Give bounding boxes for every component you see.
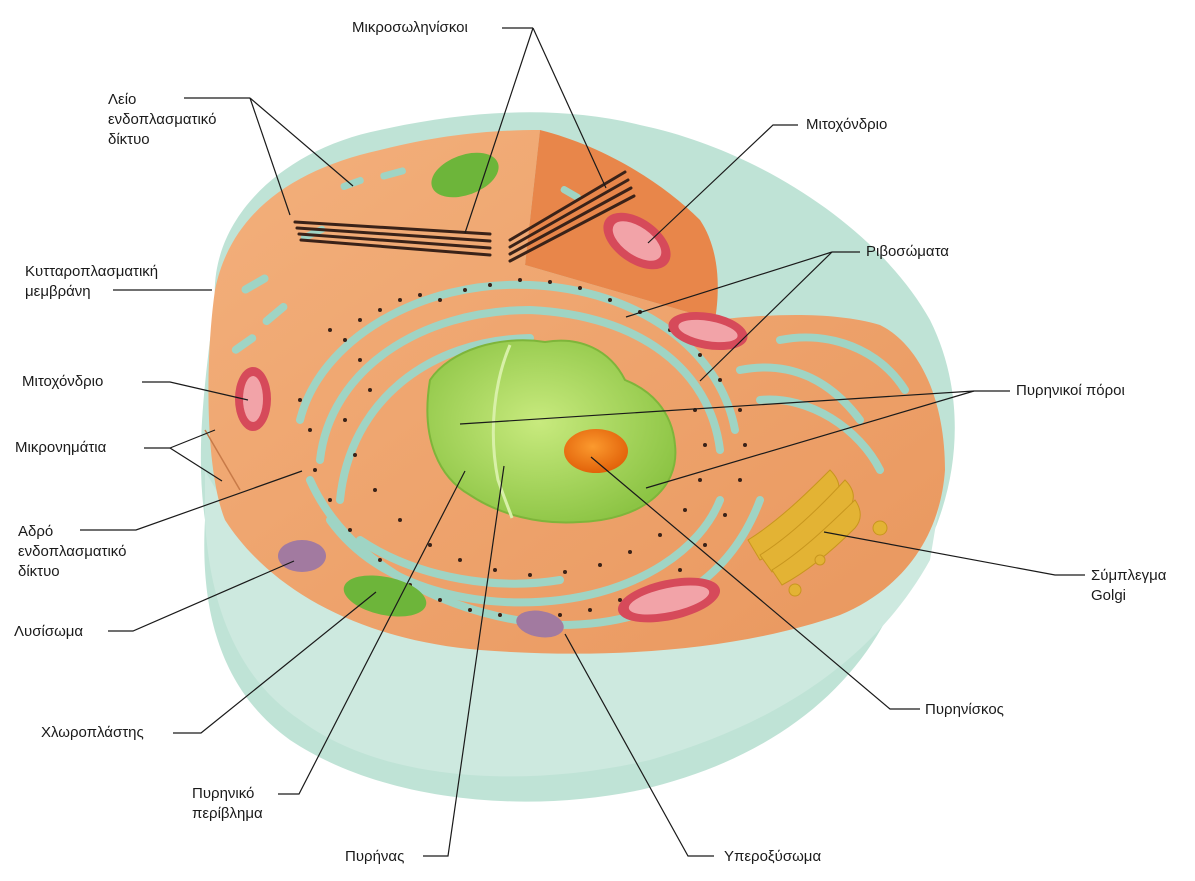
nucleolus xyxy=(564,429,628,473)
golgi-apparatus xyxy=(747,469,888,597)
nucleus-cut-edge xyxy=(491,344,514,519)
label-nuclear-envelope: Πυρηνικό περίβλημα xyxy=(192,784,263,824)
leader-ribosomes-a xyxy=(625,251,833,318)
label-peroxisome: Υπεροξύσωμα xyxy=(724,848,822,865)
label-nucleolus: Πυρηνίσκος xyxy=(925,701,1004,718)
peroxisome xyxy=(516,610,564,638)
microtubules xyxy=(293,170,636,263)
label-plasma-membrane-line-2: μεμβράνη xyxy=(25,283,91,300)
label-nucleus: Πυρήνας xyxy=(345,848,405,865)
label-ribosomes: Ριβοσώματα xyxy=(866,243,949,260)
leader-mito-right xyxy=(647,124,798,244)
leader-microtubules-a xyxy=(464,27,534,234)
leader-nuclear-envelope xyxy=(278,470,466,795)
rough-er xyxy=(296,280,909,630)
leader-chloroplast xyxy=(173,591,377,734)
label-smooth-er-line-1: Λείο xyxy=(108,91,137,108)
label-golgi-line-1: Σύμπλεγμα xyxy=(1091,567,1167,584)
label-golgi-line-2: Golgi xyxy=(1091,587,1127,604)
label-microtubules: Μικροσωληνίσκοι xyxy=(352,19,468,36)
label-smooth-er-line-2: ενδοπλασματικό xyxy=(108,111,217,128)
cell-lower-rim xyxy=(205,470,940,777)
label-rough-er-line-2: ενδοπλασματικό xyxy=(18,543,127,560)
label-smooth-er: Λείο ενδοπλασματικό δίκτυο xyxy=(108,90,216,150)
leader-mito-left xyxy=(142,381,249,401)
label-lysosome: Λυσίσωμα xyxy=(14,623,84,640)
label-mitochondrion-left: Μιτοχόνδριο xyxy=(22,373,104,390)
label-plasma-membrane-line-1: Κυτταροπλασματική xyxy=(25,263,159,280)
leader-smooth-er-a xyxy=(249,97,291,216)
leader-smooth-er-b xyxy=(249,97,354,187)
nucleus-body xyxy=(426,339,677,524)
microfilaments xyxy=(204,429,241,491)
leader-golgi xyxy=(823,531,1085,576)
label-nuclear-envelope-line-1: Πυρηνικό xyxy=(192,785,255,802)
leader-microfilaments-b xyxy=(169,447,223,482)
leader-nuclear-pores-a xyxy=(459,390,975,425)
label-chloroplast: Χλωροπλάστης xyxy=(41,724,144,741)
chloroplast-top xyxy=(431,152,499,198)
leader-nucleus xyxy=(423,465,505,857)
leader-nucleolus xyxy=(590,456,920,710)
leader-lysosome xyxy=(108,560,295,632)
label-nuclear-pores: Πυρηνικοί πόροι xyxy=(1016,382,1125,399)
leader-ribosomes-b xyxy=(699,251,833,382)
label-nuclear-envelope-line-2: περίβλημα xyxy=(192,805,263,822)
label-mitochondrion-right: Μιτοχόνδριο xyxy=(806,116,888,133)
leader-nuclear-pores-b xyxy=(645,390,975,489)
lysosome xyxy=(278,540,326,572)
label-rough-er-line-1: Αδρό xyxy=(18,523,54,540)
label-rough-er: Αδρό ενδοπλασματικό δίκτυο xyxy=(18,522,126,582)
label-plasma-membrane: Κυτταροπλασματική μεμβράνη xyxy=(25,262,158,302)
leader-peroxisome xyxy=(564,633,714,857)
mitochondrion-left xyxy=(235,367,271,431)
mitochondrion-top-right xyxy=(603,212,671,270)
leader-rough-er xyxy=(80,470,303,531)
mitochondrion-bottom xyxy=(617,577,721,623)
leader-microtubules-b xyxy=(532,27,607,189)
mitochondrion-right xyxy=(668,311,748,351)
leader-microfilaments-a xyxy=(169,429,216,449)
label-smooth-er-line-3: δίκτυο xyxy=(108,131,150,148)
label-rough-er-line-3: δίκτυο xyxy=(18,563,60,580)
label-microfilaments: Μικρονημάτια xyxy=(15,439,107,456)
label-golgi: Σύμπλεγμα Golgi xyxy=(1091,566,1166,606)
